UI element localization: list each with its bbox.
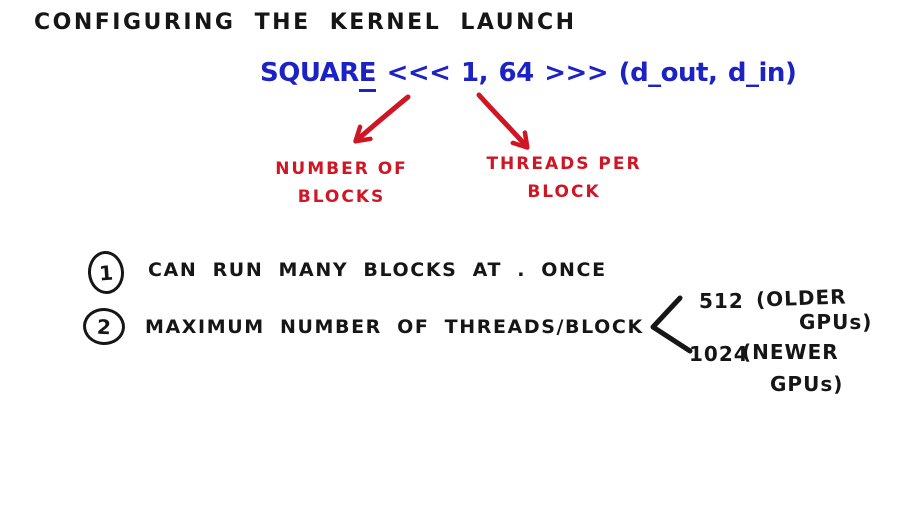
label-threads-per-block: THREADS PER BLOCK xyxy=(478,150,650,206)
note-1-text: CAN RUN MANY BLOCKS AT . ONCE xyxy=(148,259,607,281)
label-number-of-blocks-line2: BLOCKS xyxy=(297,187,386,207)
limit-1024-value: 1024 xyxy=(689,342,749,366)
limit-512-qualifier: (OLDER xyxy=(755,284,847,312)
limit-1024-qualifier: (NEWER xyxy=(742,340,839,364)
kernel-launch-expression: SQUARE <<< 1, 64 >>> (d_out, d_in) xyxy=(260,58,797,92)
arrow-to-threads-per-block xyxy=(476,92,526,146)
kernel-name-underlined-letter: E xyxy=(358,58,377,92)
kernel-name-prefix: SQUAR xyxy=(260,58,359,88)
circled-number-1: 1 xyxy=(86,249,126,296)
kernel-launch-args: <<< 1, 64 >>> (d_out, d_in) xyxy=(376,58,797,88)
page-title: CONFIGURING THE KERNEL LAUNCH xyxy=(34,10,577,35)
circled-number-2: 2 xyxy=(82,306,126,347)
label-number-of-blocks: NUMBER OF BLOCKS xyxy=(264,155,419,211)
label-number-of-blocks-line1: NUMBER OF xyxy=(275,159,408,179)
limit-1024-qualifier-end: GPUs) xyxy=(770,372,844,396)
limit-512-qualifier-end: GPUs) xyxy=(799,310,873,334)
label-threads-per-block-line2: BLOCK xyxy=(527,182,601,202)
limit-512-value: 512 xyxy=(699,289,744,313)
label-threads-per-block-line1: THREADS PER xyxy=(486,154,642,174)
note-2-text: MAXIMUM NUMBER OF THREADS/BLOCK xyxy=(145,316,644,338)
arrow-to-number-of-blocks xyxy=(357,94,411,140)
brace-left-icon xyxy=(650,295,693,354)
